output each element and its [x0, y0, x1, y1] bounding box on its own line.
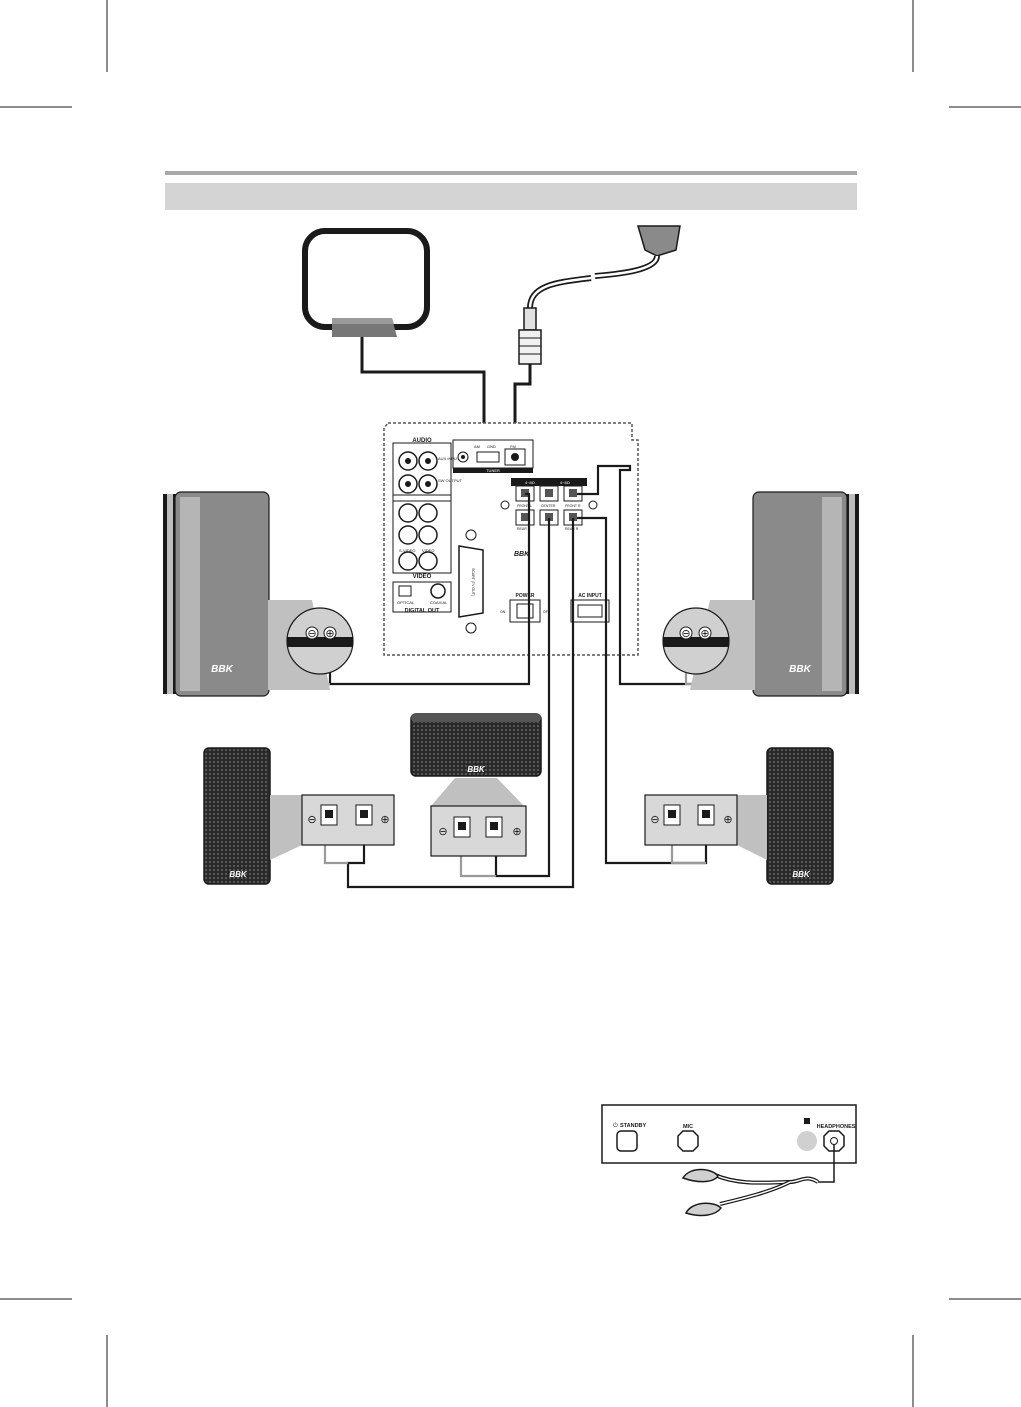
front-l-label: FRONT L — [517, 504, 532, 508]
am-label: AM — [474, 444, 480, 449]
rear-right-minus: ⊖ — [650, 814, 659, 826]
front-left-minus: ⊖ — [307, 628, 316, 640]
svideo-jack — [398, 551, 418, 571]
front-left-speaker: BBK ⊖ ⊕ — [163, 491, 354, 697]
standby-label: STANDBY — [620, 1123, 647, 1129]
back-panel-brand: BBK — [514, 551, 530, 558]
standby-icon: ⏻ — [613, 1122, 618, 1129]
tuner-label: TUNER — [486, 468, 500, 473]
front-left-plus: ⊕ — [325, 628, 334, 640]
back-panel: AUDIO AUX INPUT SW OUTPUT S-VIDEO VIDEO … — [383, 422, 639, 656]
digital-out-label: DIGITAL OUT — [405, 608, 440, 614]
front-right-speaker-brand: BBK — [789, 664, 811, 675]
center-plus: ⊕ — [512, 826, 521, 838]
rear-right-terminal-plate — [644, 794, 738, 846]
svg-text:4~8Ω: 4~8Ω — [525, 480, 535, 485]
rear-right-speaker-brand: BBK — [792, 870, 811, 879]
standby-button — [616, 1130, 638, 1152]
fm-label: FM — [510, 444, 516, 449]
sw-output-label: SW OUTPUT — [438, 478, 463, 483]
header-band — [165, 183, 857, 210]
center-label: CENTER — [541, 504, 556, 508]
center-terminal-plate — [430, 805, 527, 857]
svideo-label: S-VIDEO — [399, 548, 415, 553]
header-rule — [165, 171, 857, 175]
coaxial-label: COAXIAL — [430, 600, 448, 605]
aux-input-label: AUX INPUT — [438, 456, 460, 461]
rear-right-plus: ⊕ — [723, 814, 732, 826]
am-loop-antenna — [302, 228, 430, 337]
am-antenna-wire — [360, 337, 486, 452]
video-jack-label: VIDEO — [422, 548, 434, 553]
center-minus: ⊖ — [438, 826, 447, 838]
video-jack — [418, 551, 438, 571]
rear-left-minus: ⊖ — [307, 814, 316, 826]
headphones-label: HEADPHONES — [817, 1124, 856, 1130]
front-r-label: FRONT R — [565, 504, 581, 508]
coaxial-out-jack — [430, 583, 446, 599]
front-right-speaker: BBK ⊖ ⊕ — [662, 491, 859, 697]
scart-label: SCART (TV OUT) — [471, 568, 475, 596]
power-off-label: OFF — [543, 610, 550, 614]
optical-label: OPTICAL — [397, 600, 415, 605]
fm-antenna — [518, 225, 681, 365]
front-right-minus: ⊖ — [681, 628, 690, 640]
rear-r-label: REAR R — [565, 527, 579, 531]
mic-jack — [677, 1130, 699, 1152]
rear-right-speaker: BBK ⊖ ⊕ — [644, 747, 834, 885]
center-speaker: BBK ⊖ ⊕ — [410, 713, 542, 857]
video-section-label: VIDEO — [413, 574, 432, 580]
power-on-label: ON — [500, 610, 506, 614]
audio-section-label: AUDIO — [412, 438, 432, 444]
volume-knob — [797, 1131, 817, 1151]
fm-antenna-wire — [513, 364, 532, 452]
rear-l-label: REAR L — [517, 527, 530, 531]
optical-out-port — [398, 585, 412, 597]
rear-left-speaker-brand: BBK — [229, 870, 248, 879]
power-label: POWER — [516, 593, 535, 599]
am-terminal — [476, 451, 500, 463]
svg-text:4~8Ω: 4~8Ω — [560, 480, 570, 485]
ac-input-label: AC INPUT — [578, 593, 602, 599]
rear-left-terminal-plate — [301, 794, 395, 846]
front-right-plus: ⊕ — [700, 628, 709, 640]
center-speaker-brand: BBK — [467, 765, 486, 774]
gnd-label: GND — [487, 444, 496, 449]
scart-connector — [458, 545, 484, 618]
rear-left-plus: ⊕ — [380, 814, 389, 826]
rear-left-speaker: BBK ⊖ ⊕ — [203, 747, 395, 885]
front-left-speaker-brand: BBK — [211, 664, 233, 675]
earphones — [681, 1144, 835, 1217]
front-panel: ⏻ STANDBY MIC HEADPHONES — [601, 1104, 857, 1164]
mic-label: MIC — [683, 1124, 693, 1130]
